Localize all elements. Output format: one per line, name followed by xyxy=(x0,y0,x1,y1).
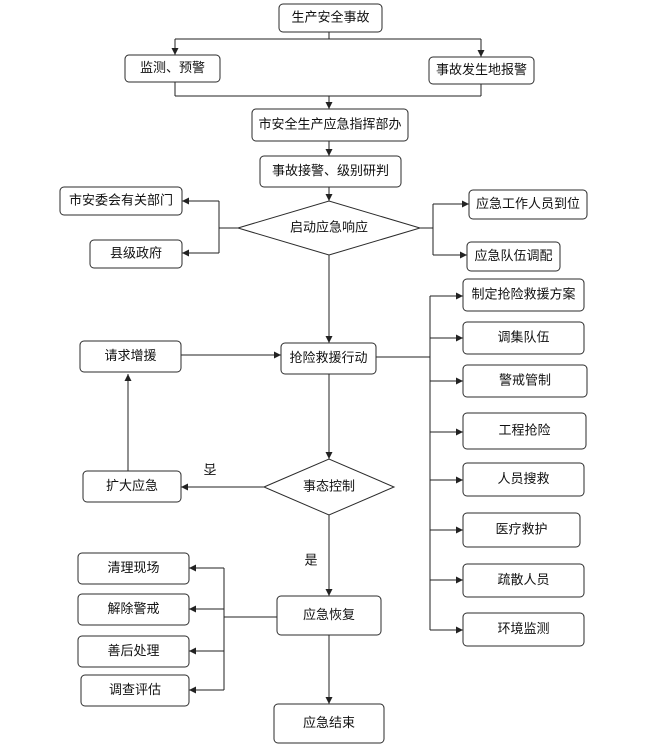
node-report: 事故发生地报警 xyxy=(428,56,535,85)
svg-text:市安全生产应急指挥部办: 市安全生产应急指挥部办 xyxy=(258,117,401,133)
node-receive: 事故接警、级别研判 xyxy=(259,155,402,188)
svg-text:解除警戒: 解除警戒 xyxy=(107,601,159,617)
node-start: 启动应急响应 xyxy=(236,200,422,256)
svg-text:疏散人员: 疏散人员 xyxy=(497,573,549,588)
svg-text:监测、预警: 监测、预警 xyxy=(140,60,205,76)
node-command: 市安全生产应急指挥部办 xyxy=(251,108,409,142)
svg-text:事故发生地报警: 事故发生地报警 xyxy=(436,62,527,78)
node-expand: 扩大应急 xyxy=(82,470,182,503)
node-envmon: 环境监测 xyxy=(462,612,585,647)
svg-text:善后处理: 善后处理 xyxy=(107,643,159,659)
node-search: 人员搜救 xyxy=(462,462,585,497)
node-teams: 应急队伍调配 xyxy=(466,241,561,272)
svg-text:事态控制: 事态控制 xyxy=(303,480,355,495)
connectors xyxy=(124,32,485,704)
svg-text:生产安全事故: 生产安全事故 xyxy=(291,10,369,26)
svg-text:应急工作人员到位: 应急工作人员到位 xyxy=(476,196,580,212)
svg-text:抢险救援行动: 抢险救援行动 xyxy=(289,350,367,366)
node-lift: 解除警戒 xyxy=(77,593,190,626)
svg-text:应急恢复: 应急恢复 xyxy=(303,607,355,623)
node-staff: 应急工作人员到位 xyxy=(468,189,588,220)
node-clean: 清理现场 xyxy=(77,552,190,585)
node-aftermath: 善后处理 xyxy=(77,635,190,668)
svg-text:事故接警、级别研判: 事故接警、级别研判 xyxy=(272,163,389,179)
node-county: 县级政府 xyxy=(89,239,183,269)
svg-text:调集队伍: 调集队伍 xyxy=(497,330,549,346)
node-accident: 生产安全事故 xyxy=(278,3,383,33)
node-end: 应急结束 xyxy=(273,703,385,744)
svg-text:扩大应急: 扩大应急 xyxy=(106,478,158,494)
svg-text:清理现场: 清理现场 xyxy=(107,561,159,576)
node-committee: 市安委会有关部门 xyxy=(59,186,183,216)
svg-text:制定抢险救援方案: 制定抢险救援方案 xyxy=(471,287,575,303)
label-no: 否 xyxy=(203,461,216,476)
svg-text:请求增援: 请求增援 xyxy=(104,349,156,364)
svg-text:警戒管制: 警戒管制 xyxy=(499,373,551,389)
node-engineering: 工程抢险 xyxy=(462,412,587,450)
node-recover: 应急恢复 xyxy=(276,595,382,636)
svg-text:应急队伍调配: 应急队伍调配 xyxy=(474,248,552,264)
label-yes: 是 xyxy=(304,554,317,569)
svg-text:调查评估: 调查评估 xyxy=(109,683,161,698)
svg-text:启动应急响应: 启动应急响应 xyxy=(290,220,368,236)
svg-text:市安委会有关部门: 市安委会有关部门 xyxy=(69,193,173,209)
node-medical: 医疗救护 xyxy=(462,512,581,548)
node-gather: 调集队伍 xyxy=(462,321,585,355)
svg-text:应急结束: 应急结束 xyxy=(303,715,355,731)
node-control: 事态控制 xyxy=(262,458,396,516)
node-guard: 警戒管制 xyxy=(462,364,588,398)
svg-text:人员搜救: 人员搜救 xyxy=(497,471,549,487)
svg-text:县级政府: 县级政府 xyxy=(110,247,162,262)
svg-text:工程抢险: 工程抢险 xyxy=(498,423,550,439)
node-request: 请求增援 xyxy=(79,340,182,373)
svg-text:医疗救护: 医疗救护 xyxy=(495,522,547,538)
node-plan: 制定抢险救援方案 xyxy=(462,278,585,312)
node-evacuate: 疏散人员 xyxy=(462,563,585,598)
node-monitor: 监测、预警 xyxy=(124,54,221,83)
node-investigate: 调查评估 xyxy=(80,674,190,707)
node-rescue: 抢险救援行动 xyxy=(280,342,377,375)
svg-text:环境监测: 环境监测 xyxy=(497,622,549,637)
